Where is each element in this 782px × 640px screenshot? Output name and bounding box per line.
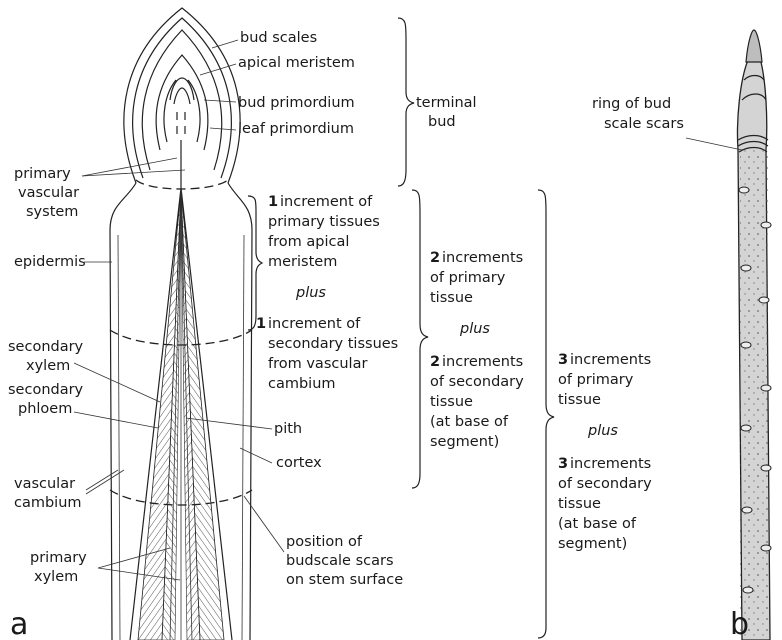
seg1-bottom-line: secondary tissues xyxy=(268,336,398,352)
label-primary-xylem-1: primary xyxy=(30,550,87,566)
label-system: system xyxy=(26,204,78,220)
leaf-primordium-left xyxy=(164,80,176,142)
bud-primordium-outline xyxy=(156,55,208,150)
panel-label-b: b xyxy=(730,607,749,640)
brace-segment3 xyxy=(538,190,554,638)
label-secondary-xylem-1: secondary xyxy=(8,339,84,355)
label-vascular-cambium-1: vascular xyxy=(14,476,75,492)
label-apical-meristem: apical meristem xyxy=(238,55,355,71)
seg2-bottom-line: (at base of xyxy=(430,414,509,430)
seg3-top-line: increments xyxy=(570,352,651,368)
seg3-bottom-line: of secondary xyxy=(558,476,652,492)
seg3-bottom-num: 3 xyxy=(558,456,568,472)
stem-epidermis-right xyxy=(228,183,252,640)
seg1-plus: plus xyxy=(295,285,326,301)
seg2-bottom-line: tissue xyxy=(430,394,473,410)
seg2-top-num: 2 xyxy=(430,250,440,266)
seg1-bottom-line: from vascular xyxy=(268,356,367,372)
label-vascular-cambium-2: cambium xyxy=(14,495,82,511)
seg3-top-line: tissue xyxy=(558,392,601,408)
seg2-top-line: of primary xyxy=(430,270,506,286)
label-pith: pith xyxy=(274,421,302,437)
seg2-plus: plus xyxy=(459,321,490,337)
segment3-text: 3 increments of primary tissue plus 3 in… xyxy=(558,352,652,552)
seg1-top-line: meristem xyxy=(268,254,337,270)
label-cortex: cortex xyxy=(276,455,322,471)
seg3-top-line: of primary xyxy=(558,372,634,388)
apical-meristem-dome xyxy=(170,78,194,100)
seg2-bottom-line: segment) xyxy=(430,434,499,450)
seg1-top-line: from apical xyxy=(268,234,349,250)
seg1-top-line: increment of xyxy=(280,194,373,210)
label-primary: primary xyxy=(14,166,71,182)
seg1-top-line: primary tissues xyxy=(268,214,380,230)
seg3-plus: plus xyxy=(587,423,618,439)
label-secondary-xylem-2: xylem xyxy=(26,358,70,374)
seg2-top-line: increments xyxy=(442,250,523,266)
segment-boundary-1 xyxy=(136,180,228,189)
label-ring-bud-scale-1: ring of bud xyxy=(592,96,671,112)
label-budscale-3: on stem surface xyxy=(286,572,403,588)
seg3-bottom-line: (at base of xyxy=(558,516,637,532)
leaf-primordium-right xyxy=(188,80,200,142)
seg3-bottom-line: increments xyxy=(570,456,651,472)
apical-meristem-inner xyxy=(174,88,190,104)
label-terminal: terminal xyxy=(416,95,477,111)
label-primary-xylem-2: xylem xyxy=(34,569,78,585)
seg1-bottom-line: increment of xyxy=(268,316,361,332)
brace-segment2 xyxy=(412,190,428,488)
label-bud-primordium: bud primordium xyxy=(238,95,355,111)
twig-drawing xyxy=(686,30,771,640)
seg3-bottom-line: segment) xyxy=(558,536,627,552)
label-leaf-primordium: leaf primordium xyxy=(238,121,354,137)
seg1-bottom-num: 1 xyxy=(256,316,266,332)
seg1-bottom-line: cambium xyxy=(268,376,336,392)
label-bud-scales: bud scales xyxy=(240,30,317,46)
seg2-bottom-line: increments xyxy=(442,354,523,370)
label-epidermis: epidermis xyxy=(14,254,86,270)
bud-scale-second xyxy=(133,18,232,178)
label-secondary-phloem-2: phloem xyxy=(18,401,72,417)
seg2-top-line: tissue xyxy=(430,290,473,306)
seg3-top-num: 3 xyxy=(558,352,568,368)
label-secondary-phloem-1: secondary xyxy=(8,382,84,398)
stem-drawing xyxy=(110,8,252,640)
panel-label-a: a xyxy=(10,607,28,640)
seg3-bottom-line: tissue xyxy=(558,496,601,512)
seg2-bottom-line: of secondary xyxy=(430,374,524,390)
label-budscale-2: budscale scars xyxy=(286,553,394,569)
label-vascular: vascular xyxy=(18,185,79,201)
label-ring-bud-scale-2: scale scars xyxy=(604,116,684,132)
twig-terminal-bud xyxy=(746,30,762,62)
bud-scale-outer xyxy=(124,8,240,183)
label-bud: bud xyxy=(428,114,456,130)
label-budscale-1: position of xyxy=(286,534,363,550)
segment2-text: 2 increments of primary tissue plus 2 in… xyxy=(430,250,524,450)
seg2-bottom-num: 2 xyxy=(430,354,440,370)
terminal-bud-brace xyxy=(398,18,414,186)
segment1-text: 1 increment of primary tissues from apic… xyxy=(256,194,398,392)
seg1-top-num: 1 xyxy=(268,194,278,210)
